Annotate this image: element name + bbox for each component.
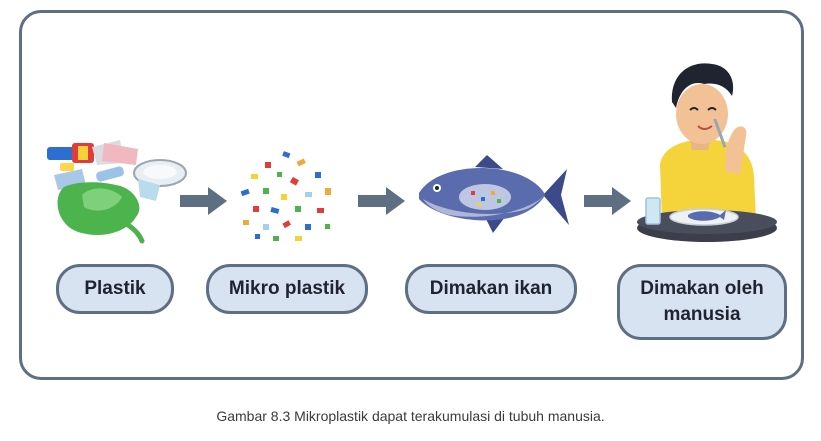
arrow-right-icon bbox=[180, 187, 227, 215]
figure-caption: Gambar 8.3 Mikroplastik dapat terakumula… bbox=[216, 408, 605, 424]
step-label-plastik: Plastik bbox=[56, 264, 174, 314]
arrow-right-icon bbox=[584, 187, 631, 215]
step-label-dimakan-ikan: Dimakan ikan bbox=[405, 264, 577, 314]
plastic-waste-icon bbox=[47, 140, 187, 244]
fish-icon bbox=[419, 155, 569, 233]
step-label-dimakan-manusia: Dimakan oleh manusia bbox=[617, 264, 787, 340]
step-label-mikro-plastik: Mikro plastik bbox=[206, 264, 368, 314]
person-eating-icon bbox=[637, 63, 777, 242]
microplastic-icon bbox=[240, 151, 331, 241]
arrow-right-icon bbox=[358, 187, 405, 215]
